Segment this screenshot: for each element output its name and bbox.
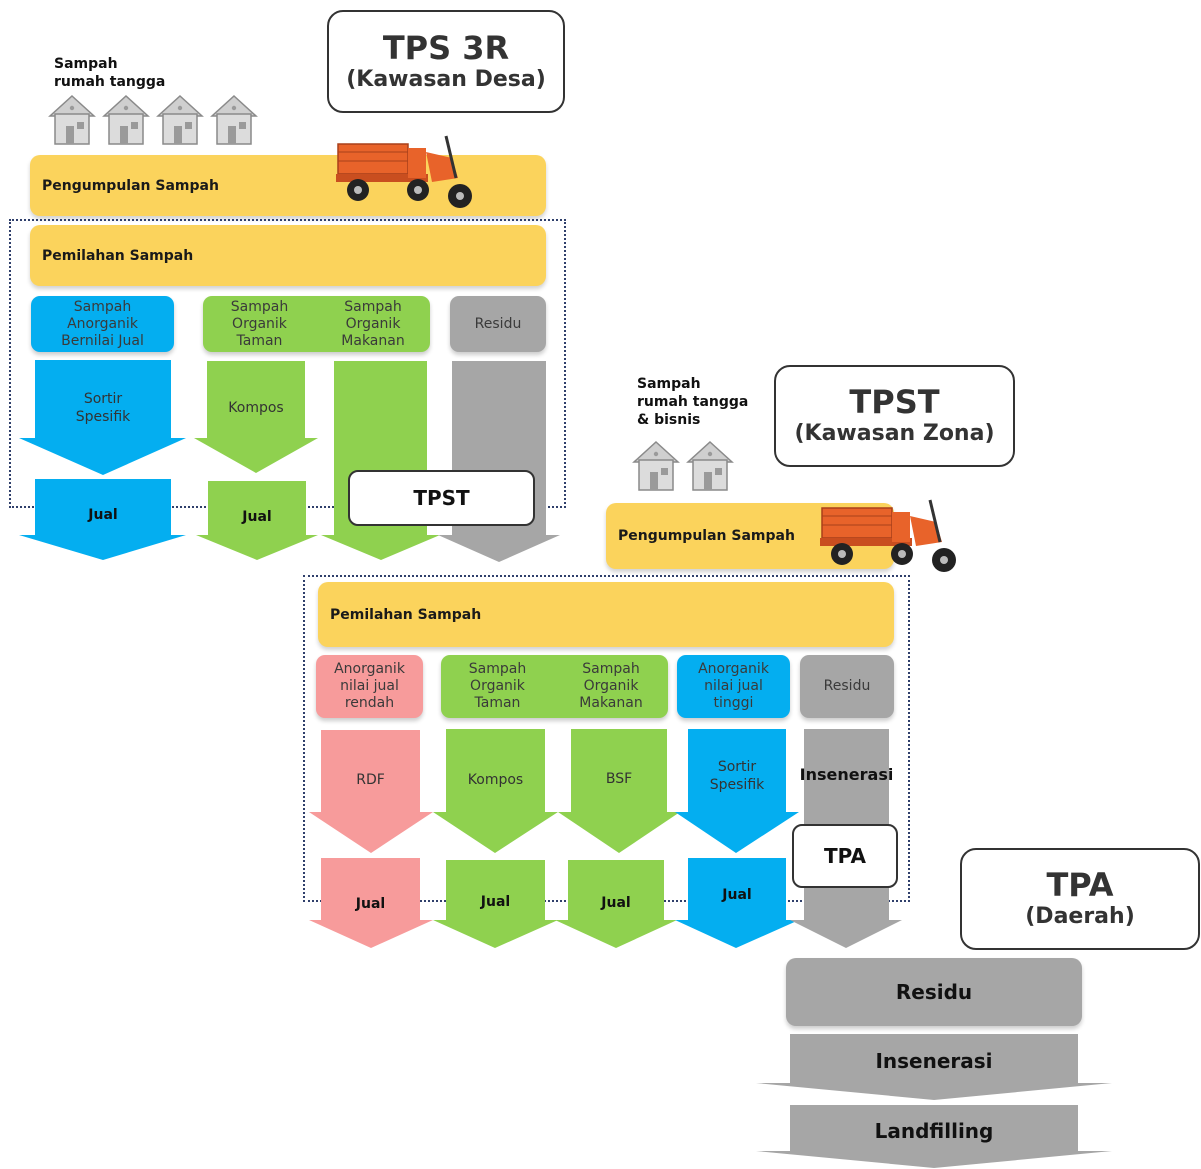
tps3r-arrow-jual-blue — [19, 479, 186, 560]
house-icon — [157, 95, 203, 145]
tps3r-source-label: Sampah rumah tangga — [54, 56, 166, 90]
tpst-process-sortir: Sortir Spesifik — [709, 759, 765, 793]
tpa-step-insenerasi: Insenerasi — [875, 1049, 993, 1073]
tpa-step-residu: Residu — [786, 958, 1082, 1026]
tpa-step-landfilling: Landfilling — [874, 1119, 994, 1143]
tpst-process-bsf: BSF — [605, 771, 633, 787]
tps3r-arrow-sortir — [19, 360, 186, 475]
tps3r-houses — [49, 95, 257, 145]
tpst-process-kompos: Kompos — [467, 772, 524, 788]
tpst-output-jual-blue: Jual — [722, 887, 752, 903]
house-icon — [633, 441, 679, 491]
tpst-arrow-rdf — [309, 730, 433, 853]
tps3r-output-jual-blue: Jual — [88, 507, 118, 523]
house-icon — [49, 95, 95, 145]
tpst-category-organik-taman: Sampah Organik Taman — [468, 661, 527, 711]
tpst-output-jual-pink: Jual — [355, 896, 386, 912]
tps3r-process-sortir: Sortir Spesifik — [75, 391, 131, 425]
tpst-output-jual-green1: Jual — [480, 894, 511, 910]
tpst-category-anorganik-rendah: Anorganik nilai jual rendah — [316, 655, 423, 718]
tpst-title-box: TPST (Kawasan Zona) — [774, 365, 1015, 467]
tpst-subtitle: (Kawasan Zona) — [794, 421, 995, 446]
tps3r-output-jual-green: Jual — [242, 509, 272, 525]
tpa-arrow-landfilling — [756, 1105, 1112, 1168]
tpst-category-residu: Residu — [800, 655, 894, 718]
tpa-title-box: TPA (Daerah) — [960, 848, 1200, 950]
tpst-arrow-jual-pink — [309, 858, 433, 948]
tpst-category-anorganik-tinggi: Anorganik nilai jual tinggi — [677, 655, 790, 718]
tps3r-category-anorganik: Sampah Anorganik Bernilai Jual — [31, 296, 174, 352]
tricycle-truck-icon — [820, 499, 956, 572]
tpst-arrow-bsf — [558, 729, 680, 853]
tpst-process-insenerasi: Insenerasi — [799, 765, 894, 784]
house-icon — [103, 95, 149, 145]
tpa-subtitle: (Daerah) — [1025, 904, 1135, 929]
tps3r-sorting-label: Pemilahan Sampah — [42, 247, 194, 264]
tpst-houses — [633, 441, 733, 491]
tpst-source-label: Sampah rumah tangga & bisnis — [637, 376, 749, 428]
tpst-category-organik-group: Sampah Organik Taman Sampah Organik Maka… — [441, 655, 668, 718]
tps3r-category-organik-makanan: Sampah Organik Makanan — [341, 298, 405, 349]
tpst-arrow-jual-green1 — [433, 860, 558, 948]
tps3r-title-box: TPS 3R (Kawasan Desa) — [327, 10, 565, 113]
house-icon — [687, 441, 733, 491]
tpst-sorting-label: Pemilahan Sampah — [330, 606, 482, 623]
tpst-output-jual-green2: Jual — [601, 895, 631, 911]
tpst-collection-label: Pengumpulan Sampah — [618, 528, 795, 544]
tps3r-process-kompos: Kompos — [228, 400, 284, 416]
tps3r-arrow-residu — [438, 361, 560, 562]
tpst-arrow-jual-green2 — [555, 860, 677, 948]
tpst-category-organik-makanan: Sampah Organik Makanan — [579, 661, 643, 711]
tpst-arrow-kompos — [433, 729, 558, 853]
tpa-arrow-insenerasi — [756, 1034, 1112, 1100]
tps3r-category-organik-taman: Sampah Organik Taman — [230, 298, 289, 349]
tps3r-sorting-bar: Pemilahan Sampah — [30, 225, 546, 286]
tpst-title: TPST — [849, 383, 940, 421]
tpst-arrow-jual-blue — [675, 858, 799, 948]
tpst-arrow-sortir — [675, 729, 799, 853]
tpa-step-arrows — [756, 1034, 1112, 1168]
tps3r-category-organik-group: Sampah Organik Taman Sampah Organik Maka… — [203, 296, 430, 352]
house-icon — [211, 95, 257, 145]
tpst-process-rdf: RDF — [356, 772, 385, 788]
tps3r-category-residu: Residu — [450, 296, 546, 352]
tpst-sorting-bar: Pemilahan Sampah — [318, 582, 894, 647]
tps3r-arrow-jual-green — [196, 481, 318, 560]
tps3r-next-box-tpst: TPST — [348, 470, 535, 526]
tps3r-arrow-kompos — [194, 361, 318, 473]
tps3r-title: TPS 3R — [382, 28, 510, 67]
tpst-next-box-tpa: TPA — [792, 824, 898, 888]
tps3r-collection-label: Pengumpulan Sampah — [42, 177, 219, 194]
tpa-title: TPA — [1046, 866, 1114, 904]
tricycle-truck-icon — [336, 135, 472, 208]
tps3r-subtitle: (Kawasan Desa) — [346, 66, 546, 92]
tps3r-arrow-makanan — [321, 361, 440, 560]
